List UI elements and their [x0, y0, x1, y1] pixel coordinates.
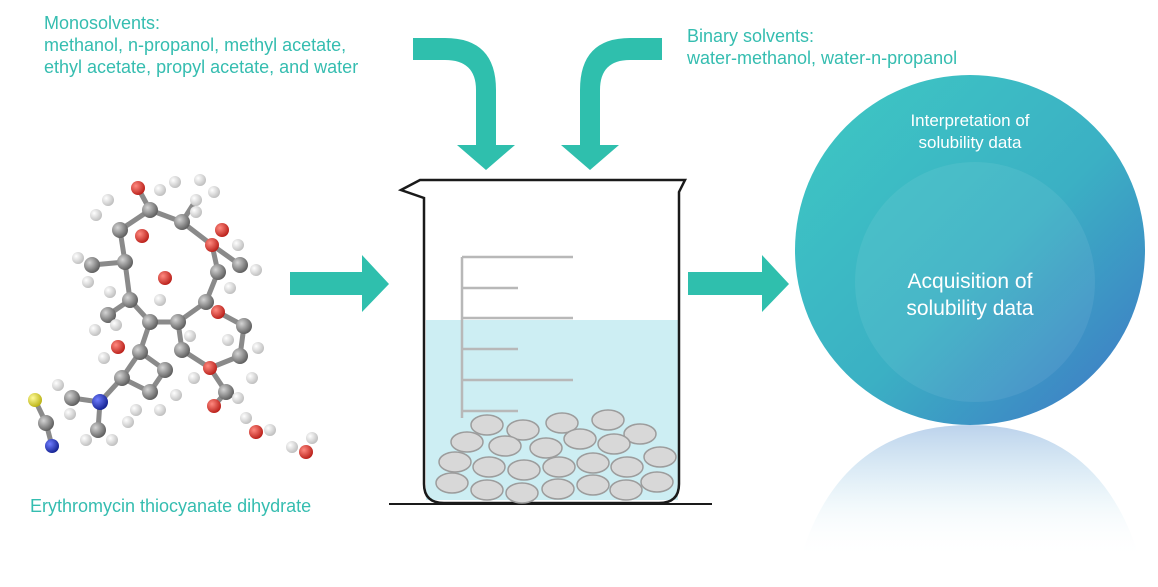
molecule-label: Erythromycin thiocyanate dihydrate	[30, 496, 312, 516]
solute-particles	[435, 409, 677, 504]
interpretation-line-1: Interpretation of	[910, 111, 1030, 130]
acquisition-text: Acquisition of solubility data	[860, 268, 1080, 322]
beaker	[389, 178, 712, 505]
monosolvents-line-1: methanol, n-propanol, methyl acetate,	[44, 35, 347, 55]
left-curved-arrow	[413, 38, 515, 170]
circle-reflection	[800, 425, 1140, 560]
acquisition-line-2: solubility data	[906, 297, 1034, 320]
nitrogen-atom	[92, 394, 108, 410]
monosolvents-heading: Monosolvents:	[44, 13, 161, 33]
acquisition-line-1: Acquisition of	[907, 270, 1033, 293]
solubility-circle	[795, 75, 1145, 425]
molecule-to-beaker-arrow	[290, 255, 389, 312]
binary-solvents-heading: Binary solvents:	[687, 26, 815, 46]
monosolvents-text: Monosolvents: methanol, n-propanol, meth…	[44, 12, 404, 78]
beaker-to-circle-arrow	[688, 255, 789, 312]
binary-solvents-text: Binary solvents: water-methanol, water-n…	[687, 25, 1047, 69]
right-curved-arrow	[561, 38, 662, 170]
graduation-marks	[460, 255, 573, 418]
interpretation-text: Interpretation of solubility data	[870, 110, 1070, 154]
binary-solvents-line-1: water-methanol, water-n-propanol	[687, 48, 958, 68]
erythromycin-molecule	[28, 174, 318, 459]
thiocyanate-nitrogen-atom	[45, 439, 59, 453]
monosolvents-line-2: ethyl acetate, propyl acetate, and water	[44, 57, 359, 77]
interpretation-line-2: solubility data	[918, 133, 1022, 152]
sulfur-atom	[28, 393, 42, 407]
